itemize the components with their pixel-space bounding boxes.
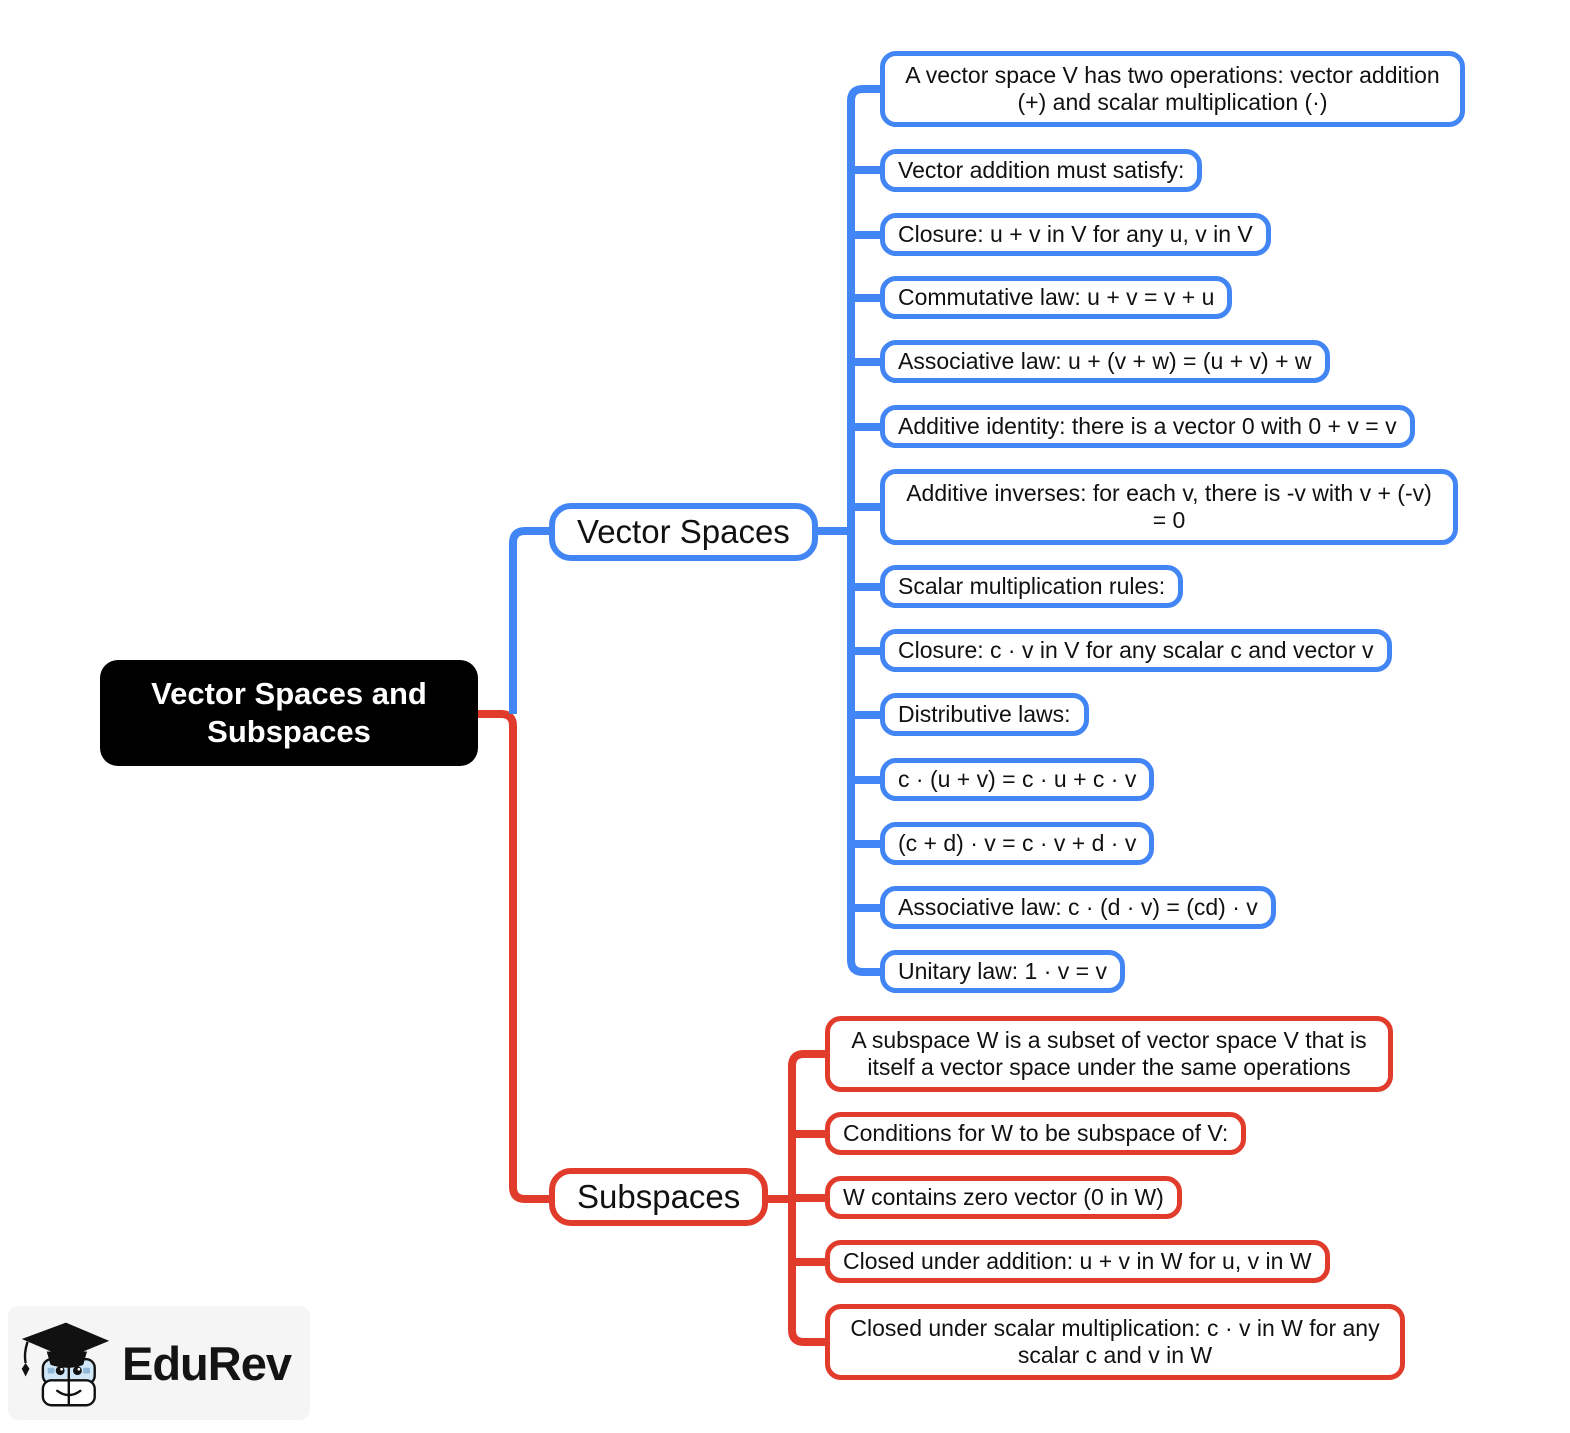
- branch-child-node: Additive identity: there is a vector 0 w…: [880, 405, 1415, 448]
- branch-node-subspaces: Subspaces: [549, 1168, 769, 1226]
- branch-child-node: Closure: u + v in V for any u, v in V: [880, 213, 1271, 256]
- branch-child-node: Distributive laws:: [880, 693, 1089, 736]
- branch-child-node: (c + d) · v = c · v + d · v: [880, 822, 1155, 865]
- branch-child-node: Closed under scalar multiplication: c · …: [825, 1304, 1405, 1380]
- connector-root-to-vector-spaces: [509, 527, 562, 714]
- branch-child-node: Vector addition must satisfy:: [880, 149, 1203, 192]
- branch-child-node: Commutative law: u + v = v + u: [880, 276, 1233, 319]
- branch-child-node: A subspace W is a subset of vector space…: [825, 1016, 1393, 1092]
- branch-child-node: c · (u + v) = c · u + c · v: [880, 758, 1155, 801]
- connector-blue-trunk: [847, 85, 890, 976]
- branch-child-node: Unitary law: 1 · v = v: [880, 950, 1125, 993]
- root-node: Vector Spaces and Subspaces: [100, 660, 478, 766]
- branch-child-node: Closure: c · v in V for any scalar c and…: [880, 629, 1392, 672]
- branch-child-node: W contains zero vector (0 in W): [825, 1176, 1182, 1219]
- edurev-logo: EduRev: [8, 1306, 310, 1420]
- branch-child-node: Scalar multiplication rules:: [880, 565, 1184, 608]
- branch-node-vector-spaces: Vector Spaces: [549, 503, 818, 561]
- branch-child-node: A vector space V has two operations: vec…: [880, 51, 1465, 127]
- branch-child-node: Conditions for W to be subspace of V:: [825, 1112, 1247, 1155]
- branch-child-node: Closed under addition: u + v in W for u,…: [825, 1240, 1330, 1283]
- edurev-brand-text: EduRev: [122, 1336, 292, 1390]
- branch-child-node: Additive inverses: for each v, there is …: [880, 469, 1458, 545]
- edurev-mascot-icon: [21, 1322, 110, 1407]
- branch-child-node: Associative law: c · (d · v) = (cd) · v: [880, 886, 1276, 929]
- branch-child-node: Associative law: u + (v + w) = (u + v) +…: [880, 340, 1330, 383]
- connector-root-to-subspaces: [470, 710, 562, 1203]
